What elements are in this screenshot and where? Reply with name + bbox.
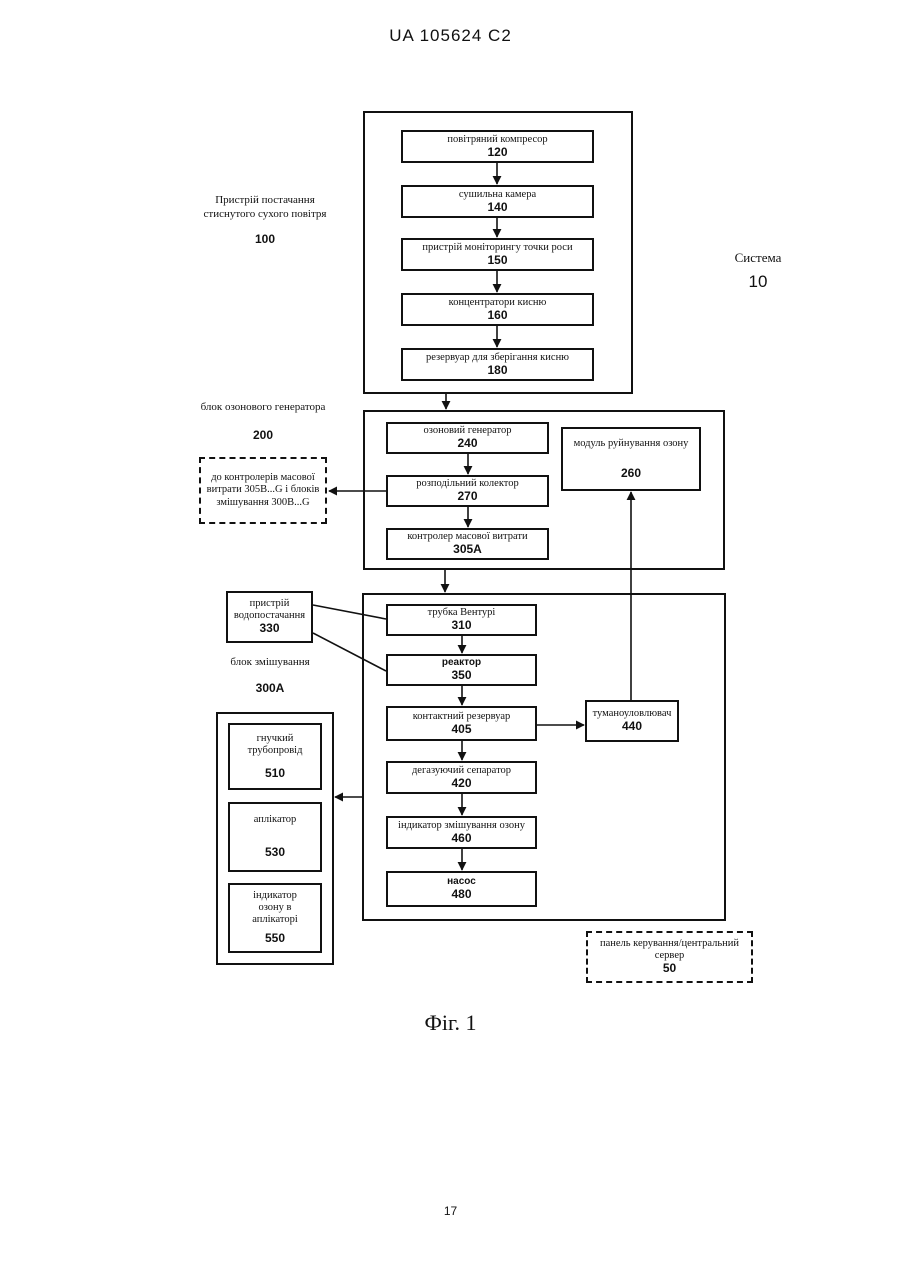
page-number: 17: [0, 1204, 901, 1218]
line-330-310: [313, 605, 386, 619]
line-330-350: [313, 633, 386, 671]
figure-caption: Фіг. 1: [0, 1010, 901, 1036]
